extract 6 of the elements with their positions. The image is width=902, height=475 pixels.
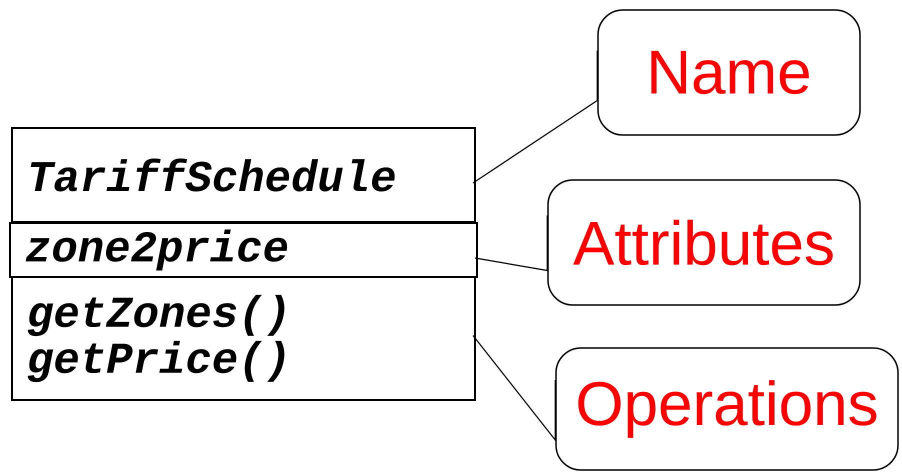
class-compartment: getZones() getPrice() <box>11 276 476 401</box>
callout-box: Name <box>597 9 861 136</box>
class-compartment: TariffSchedule <box>11 127 476 223</box>
callout-box: Attributes <box>547 179 861 306</box>
class-compartment: zone2price <box>9 222 478 278</box>
callout-box: Operations <box>555 347 899 471</box>
